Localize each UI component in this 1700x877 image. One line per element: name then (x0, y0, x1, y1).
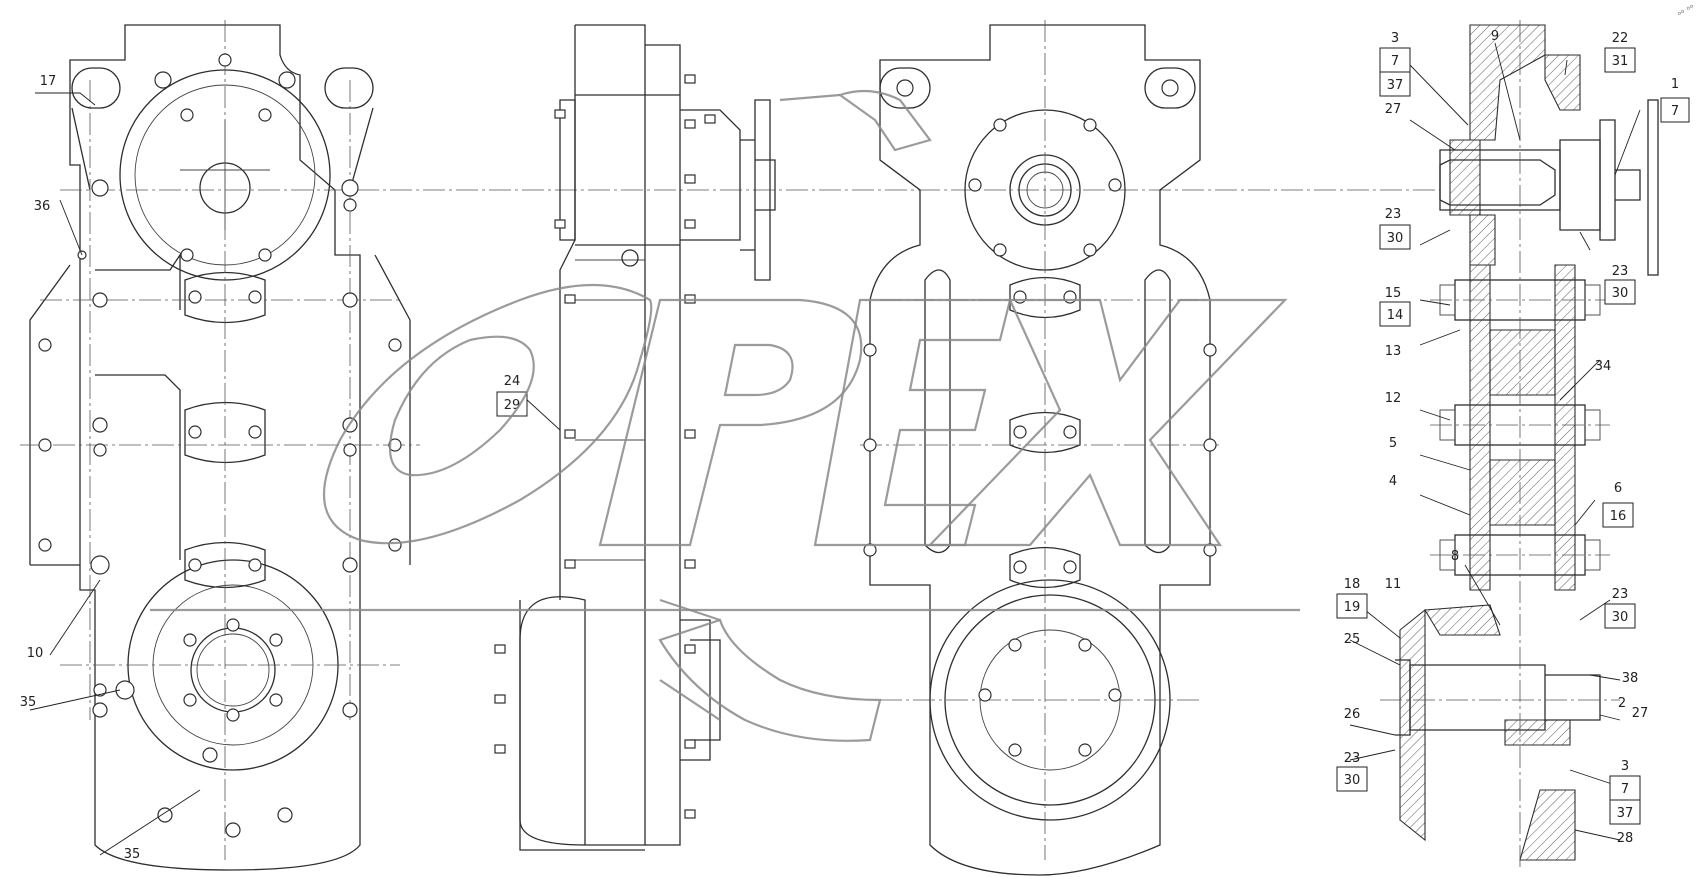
label-15: 15 (1385, 286, 1402, 301)
label-7: 7 (1671, 104, 1679, 119)
label-2: 2 (1618, 696, 1626, 711)
label-31: 31 (1612, 54, 1629, 69)
label-23: 23 (1344, 751, 1361, 766)
label-37: 37 (1387, 78, 1404, 93)
label-27: 27 (1385, 102, 1402, 117)
label-23: 23 (1385, 207, 1402, 222)
label-8: 8 (1451, 549, 1459, 564)
label-23: 23 (1612, 264, 1629, 279)
label-30: 30 (1612, 610, 1629, 625)
label-4: 4 (1389, 474, 1397, 489)
label-9: 9 (1491, 29, 1499, 44)
label-11: 11 (1385, 577, 1402, 592)
label-24: 24 (504, 374, 521, 389)
section-gear-stack (1439, 279, 1601, 576)
label-34: 34 (1595, 359, 1612, 374)
front-view (20, 20, 1440, 871)
label-37: 37 (1617, 806, 1634, 821)
leader-lines (29, 42, 1641, 856)
label-30: 30 (1387, 231, 1404, 246)
label-26: 26 (1344, 707, 1361, 722)
part-labels: 1 7 3 7 37 9 22 31 27 23 30 23 30 15 14 … (20, 29, 1690, 862)
watermark-logo (150, 89, 1300, 742)
label-17: 17 (40, 74, 57, 89)
front-view-bolts (38, 53, 402, 838)
label-5: 5 (1389, 436, 1397, 451)
label-30: 30 (1612, 286, 1629, 301)
label-38: 38 (1622, 671, 1639, 686)
label-7: 7 (1391, 54, 1399, 69)
label-29: 29 (504, 398, 521, 413)
label-35: 35 (20, 695, 37, 710)
label-14: 14 (1387, 308, 1404, 323)
label-23: 23 (1612, 587, 1629, 602)
label-25: 25 (1344, 632, 1361, 647)
label-12: 12 (1385, 391, 1402, 406)
corner-mark: ᵒᵒ ᵒᵒ (1677, 3, 1698, 21)
label-28: 28 (1617, 831, 1634, 846)
label-18: 18 (1344, 577, 1361, 592)
label-7: 7 (1621, 782, 1629, 797)
label-3: 3 (1391, 31, 1399, 46)
label-36: 36 (34, 199, 51, 214)
label-27: 27 (1632, 706, 1649, 721)
label-6: 6 (1614, 481, 1622, 496)
label-22: 22 (1612, 31, 1629, 46)
side-view (494, 24, 776, 851)
label-3: 3 (1621, 759, 1629, 774)
side-view-bolts (494, 74, 716, 819)
label-35: 35 (124, 847, 141, 862)
label-16: 16 (1610, 509, 1627, 524)
label-10: 10 (27, 646, 44, 661)
label-19: 19 (1344, 600, 1361, 615)
label-13: 13 (1385, 344, 1402, 359)
rear-view (860, 20, 1220, 876)
section-view (1380, 20, 1659, 870)
label-1: 1 (1671, 77, 1679, 92)
label-30: 30 (1344, 773, 1361, 788)
rear-view-bolts (863, 79, 1217, 757)
